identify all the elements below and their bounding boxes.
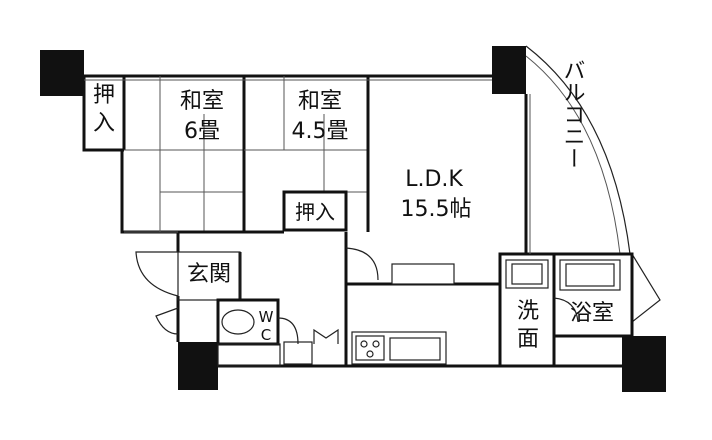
column-bottom-right [622,336,666,392]
label-ldk-name: L.D.K [405,167,463,192]
sink [389,337,441,361]
burner-1 [360,340,368,348]
closet-center-box [282,190,348,232]
burner-2 [372,340,380,348]
wc-door [277,317,299,345]
burner-3 [366,350,374,358]
balcony-inner-rail [525,55,621,255]
column-bottom-left [178,342,218,390]
label-wc-1: W [259,308,274,326]
label-closet-center: 押入 [295,200,335,224]
entry-door-swing [135,251,179,297]
genkan-step [177,251,241,301]
label-washitsu-4_5-size: 4.5畳 [292,119,349,144]
washbasin [505,259,549,289]
bathtub [559,259,621,291]
exterior-wall [82,76,180,252]
stove [355,335,385,361]
label-wc-2: C [261,326,271,344]
label-washitsu-4_5-name: 和室 [298,89,342,114]
kitchen-counter [391,263,455,285]
column-top-center [492,46,526,94]
ldk-door-swing [345,247,379,281]
label-washitsu-6-size: 6畳 [184,119,220,144]
label-genkan: 玄関 [187,262,231,287]
label-washitsu-6-name: 和室 [180,89,224,114]
bathtub-inner [565,263,615,287]
toilet [221,309,255,335]
bathroom-room [552,252,634,338]
label-balcony: バルコニー [560,59,585,169]
label-closet-west-2: 入 [93,111,115,136]
label-washroom-1: 洗 [517,299,539,324]
balcony-notch [631,253,661,323]
lower-door-swing [155,307,179,335]
washbasin-bowl [511,263,543,285]
label-closet-west-1: 押 [93,83,115,108]
label-bathroom: 浴室 [570,301,614,326]
column-top-left [40,50,84,96]
wc-sink-box [283,341,313,365]
wc-lower-box [217,343,281,367]
label-washroom-2: 面 [517,327,539,352]
bath-door [553,297,579,323]
balcony-outline [525,45,631,255]
label-ldk-size: 15.5帖 [401,197,472,222]
storage-doors [313,328,339,344]
